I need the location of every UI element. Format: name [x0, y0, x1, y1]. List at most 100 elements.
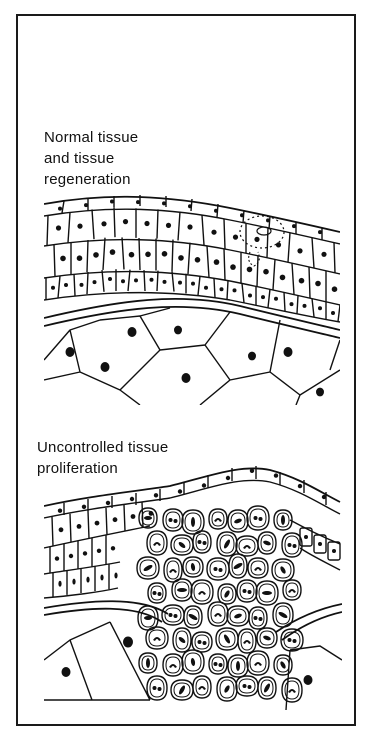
- cell-nucleus: [100, 575, 103, 581]
- abnormal-nucleus: [153, 686, 157, 690]
- cell-wall: [52, 517, 53, 546]
- cell-nucleus: [297, 248, 302, 253]
- abnormal-nucleus: [169, 613, 173, 617]
- abnormal-nucleus: [288, 543, 292, 547]
- abnormal-nucleus: [263, 683, 271, 694]
- abnormal-nucleus: [191, 517, 195, 527]
- abnormal-nucleus: [234, 518, 243, 524]
- cell-nucleus: [64, 283, 68, 287]
- cell-wall: [102, 270, 104, 292]
- cell-wall: [178, 212, 180, 241]
- cell-nucleus: [131, 514, 136, 519]
- cell-nucleus: [58, 509, 62, 513]
- abnormal-nucleus: [293, 639, 297, 643]
- proliferating-tissue-drawing: [44, 466, 342, 710]
- cell-nucleus: [123, 637, 133, 648]
- abnormal-nucleus: [198, 686, 206, 690]
- cell-wall: [312, 238, 314, 268]
- cell-wall: [106, 508, 107, 535]
- cell-wall: [58, 276, 60, 298]
- abnormal-nucleus: [174, 614, 178, 618]
- cell-wall: [47, 215, 48, 245]
- cell-wall: [124, 505, 125, 531]
- cell-nucleus: [178, 255, 184, 261]
- cell-nucleus: [145, 252, 151, 258]
- abnormal-nucleus: [214, 662, 218, 666]
- cell-wall: [87, 272, 88, 294]
- abnormal-nucleus: [158, 592, 162, 596]
- cell-nucleus: [187, 224, 192, 229]
- cell-wall: [273, 259, 275, 290]
- cell-nucleus: [82, 505, 86, 509]
- abnormal-nucleus: [263, 635, 272, 641]
- cell-nucleus: [266, 218, 270, 222]
- cell-nucleus: [226, 476, 230, 480]
- cell-nucleus: [250, 469, 254, 473]
- cell-nucleus: [113, 517, 118, 522]
- cell-wall: [214, 278, 215, 297]
- cell-nucleus: [134, 278, 138, 282]
- cell-nucleus: [84, 203, 88, 207]
- cell-nucleus: [247, 267, 253, 273]
- cell-nucleus: [263, 269, 269, 275]
- abnormal-nucleus: [219, 663, 223, 667]
- abnormal-nucleus: [169, 664, 177, 668]
- cell-wall: [207, 246, 209, 278]
- cell-nucleus: [93, 252, 99, 258]
- abnormal-nucleus: [146, 658, 150, 668]
- abnormal-nucleus: [153, 637, 161, 641]
- cell-wall: [139, 238, 140, 270]
- cell-wall: [144, 270, 145, 291]
- cell-nucleus: [149, 511, 154, 516]
- cell-nucleus: [97, 549, 101, 553]
- abnormal-nucleus: [188, 613, 199, 621]
- cell-nucleus: [62, 667, 71, 677]
- cell-nucleus: [304, 675, 313, 685]
- cell-nucleus: [332, 549, 336, 553]
- cell-nucleus: [69, 554, 73, 558]
- cell-nucleus: [174, 326, 182, 335]
- cell-nucleus: [316, 388, 324, 397]
- abnormal-nucleus: [288, 638, 292, 642]
- abnormal-nucleus: [288, 689, 296, 693]
- cell-nucleus: [298, 484, 302, 488]
- cell-wall: [227, 281, 228, 300]
- cell-wall: [92, 209, 94, 239]
- cell-nucleus: [101, 362, 110, 372]
- cell-nucleus: [284, 347, 293, 357]
- cell-nucleus: [230, 264, 236, 270]
- cell-nucleus: [77, 524, 82, 529]
- abnormal-nucleus: [169, 569, 177, 573]
- cell-nucleus: [130, 497, 134, 501]
- abnormal-nucleus: [198, 540, 202, 544]
- cell-nucleus: [211, 230, 216, 235]
- cell-nucleus: [86, 577, 89, 583]
- abnormal-nucleus: [158, 687, 162, 691]
- cell-nucleus: [101, 221, 106, 226]
- abnormal-nucleus: [243, 545, 251, 549]
- cell-wall: [338, 305, 340, 322]
- cell-nucleus: [106, 501, 110, 505]
- abnormal-nucleus: [279, 661, 286, 670]
- cell-nucleus: [182, 373, 191, 383]
- abnormal-nucleus: [223, 634, 231, 645]
- cell-nucleus: [233, 235, 238, 240]
- tumor-cell-inner: [166, 512, 180, 528]
- cell-nucleus: [188, 204, 192, 208]
- abnormal-nucleus: [144, 516, 152, 520]
- tumor-cell-inner: [250, 509, 266, 527]
- cell-wall: [224, 249, 225, 280]
- abnormal-nucleus: [243, 589, 247, 593]
- abnormal-nucleus: [259, 517, 263, 521]
- cell-wall: [198, 276, 200, 295]
- abnormal-nucleus: [254, 662, 262, 666]
- cell-nucleus: [276, 242, 281, 247]
- cell-wall: [334, 243, 335, 273]
- cell-wall: [267, 228, 268, 258]
- cell-nucleus: [332, 286, 338, 292]
- cell-nucleus: [111, 546, 115, 550]
- cell-wall: [54, 245, 55, 277]
- abnormal-nucleus: [153, 542, 161, 546]
- cell-wall: [157, 209, 158, 238]
- abnormal-nucleus: [259, 617, 263, 621]
